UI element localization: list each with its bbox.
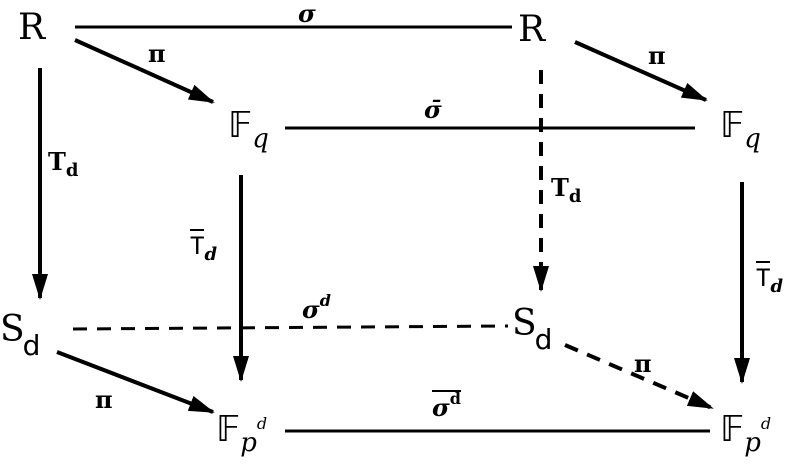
label-sigma-d-sup: d <box>319 291 331 310</box>
label-td-back: Td <box>551 173 581 206</box>
label-tbar-back-sub: d <box>770 276 784 297</box>
edge-pi-bottom-right <box>564 343 714 410</box>
label-tbar-back: Td <box>756 261 783 296</box>
node-sd-left-sub: d <box>22 329 41 362</box>
node-fq-back-main: 𝔽 <box>720 105 745 146</box>
label-sigma-d: σd <box>302 293 331 324</box>
edge-pi-bottom-left <box>56 350 215 414</box>
label-td-back-sub: d <box>568 186 582 207</box>
node-sd-left: Sd <box>0 309 42 360</box>
label-sigma-d-bar: σd <box>432 390 461 422</box>
node-fpd-front: 𝔽pd <box>216 409 268 457</box>
label-sigma-d-main: σ <box>302 295 320 324</box>
node-fq-back: 𝔽q <box>720 105 761 153</box>
label-sigma-top: σ <box>298 0 316 28</box>
label-sigma-d-bar-sup: d <box>449 389 461 408</box>
node-sd-back: Sd <box>512 303 554 354</box>
edge-pi-left <box>74 38 215 104</box>
node-r-right-text: R <box>518 9 546 50</box>
label-td-left-sub: d <box>65 160 79 181</box>
label-pi-left: π <box>148 39 166 68</box>
node-fq-front-main: 𝔽 <box>228 105 253 146</box>
node-r-right: R <box>518 12 545 48</box>
label-pi-right: π <box>648 41 666 70</box>
label-tbar-back-main: T <box>756 261 771 292</box>
node-r-left: R <box>18 10 45 46</box>
label-td-left-main: T <box>48 147 66 176</box>
node-sd-back-main: S <box>512 303 537 344</box>
label-pi-bottom-left: π <box>95 385 113 414</box>
node-fpd-back-sub: p <box>744 428 761 458</box>
node-fpd-front-sub: p <box>240 428 257 458</box>
node-fpd-back-main: 𝔽 <box>720 409 745 450</box>
node-fpd-back: 𝔽pd <box>720 409 772 457</box>
label-tbar-front: Td <box>190 229 217 264</box>
node-sd-left-main: S <box>0 309 25 350</box>
node-sd-back-sub: d <box>534 323 553 356</box>
node-fpd-front-subsup: d <box>256 414 268 433</box>
edge-sigma-d <box>72 324 509 331</box>
label-tbar-front-sub: d <box>204 244 218 265</box>
label-tbar-front-main: T <box>190 229 205 260</box>
label-td-left: Td <box>48 147 78 180</box>
label-td-back-main: T <box>551 173 569 202</box>
edge-pi-right <box>574 40 708 102</box>
node-fq-front-sub: q <box>252 124 269 154</box>
node-fpd-back-subsup: d <box>760 414 772 433</box>
node-fq-front: 𝔽q <box>228 105 269 153</box>
node-fq-back-sub: q <box>744 124 761 154</box>
label-sigma-d-bar-main: σ <box>432 393 450 422</box>
label-sigma-bar: σ̄ <box>424 95 442 124</box>
label-pi-bottom-right: π <box>634 349 652 378</box>
node-r-left-text: R <box>18 7 46 48</box>
node-fpd-front-main: 𝔽 <box>216 409 241 450</box>
